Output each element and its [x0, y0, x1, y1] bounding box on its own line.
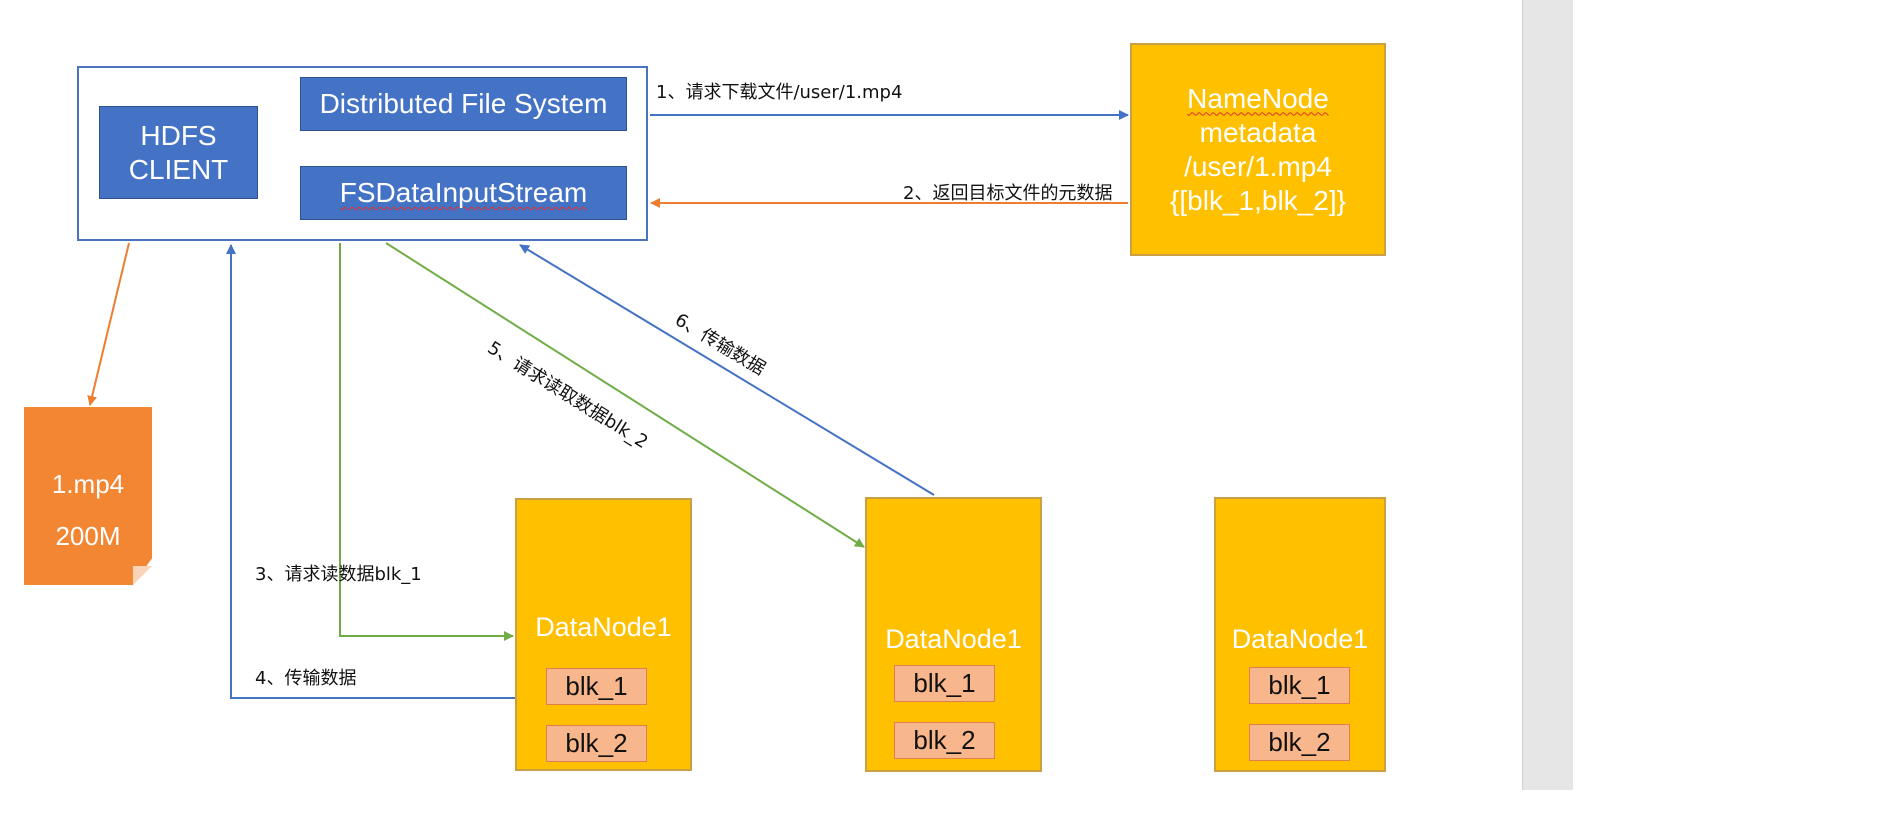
arrow-to-file	[87, 242, 130, 406]
fsdatainputstream-box: FSDataInputStream	[300, 166, 627, 220]
datanode-3: DataNode1 blk_1 blk_2	[1214, 497, 1386, 772]
file-size: 200M	[55, 521, 121, 551]
datanode-2: DataNode1 blk_1 blk_2	[865, 497, 1042, 772]
datanode-1-blk-2: blk_2	[546, 725, 647, 762]
datanode-3-blk-1: blk_1	[1249, 667, 1350, 704]
file-note: 1.mp4 200M	[24, 407, 152, 585]
dfs-label: Distributed File System	[319, 88, 608, 119]
step1-label: 1、请求下载文件/user/1.mp4	[656, 82, 903, 103]
hdfs-client-line2: CLIENT	[128, 153, 229, 185]
step3-label: 3、请求读数据blk_1	[255, 564, 422, 585]
datanode-1: DataNode1 blk_1 blk_2	[515, 498, 692, 771]
datanode-2-blk-1: blk_1	[894, 665, 995, 702]
namenode-line4: {[blk_1,blk_2]}	[1170, 184, 1346, 216]
step2-label: 2、返回目标文件的元数据	[903, 183, 1113, 204]
file-name: 1.mp4	[51, 469, 125, 499]
side-rule	[1522, 0, 1523, 790]
step4-label: 4、传输数据	[255, 668, 357, 689]
datanode-3-blk-2: blk_2	[1249, 724, 1350, 761]
hdfs-client-box: HDFS CLIENT	[99, 106, 258, 199]
datanode-2-title: DataNode1	[885, 624, 1022, 654]
fsdis-label: FSDataInputStream	[339, 177, 588, 208]
namenode-line1: NameNode	[1187, 82, 1329, 114]
datanode-2-blk-2: blk_2	[894, 722, 995, 759]
arrow-step3	[339, 243, 514, 641]
namenode-line2: metadata	[1199, 116, 1317, 148]
datanode-3-title: DataNode1	[1231, 624, 1369, 654]
namenode-line3: /user/1.mp4	[1184, 150, 1332, 182]
datanode-1-blk-1: blk_1	[546, 668, 647, 705]
arrow-step4	[226, 244, 515, 699]
namenode-box: NameNode metadata /user/1.mp4 {[blk_1,bl…	[1130, 43, 1386, 256]
datanode-1-title: DataNode1	[535, 612, 672, 642]
arrow-step6	[519, 244, 935, 496]
side-gutter	[1523, 0, 1573, 790]
arrow-step5	[385, 242, 865, 548]
hdfs-client-line1: HDFS	[140, 119, 217, 151]
distributed-file-system-box: Distributed File System	[300, 77, 627, 131]
